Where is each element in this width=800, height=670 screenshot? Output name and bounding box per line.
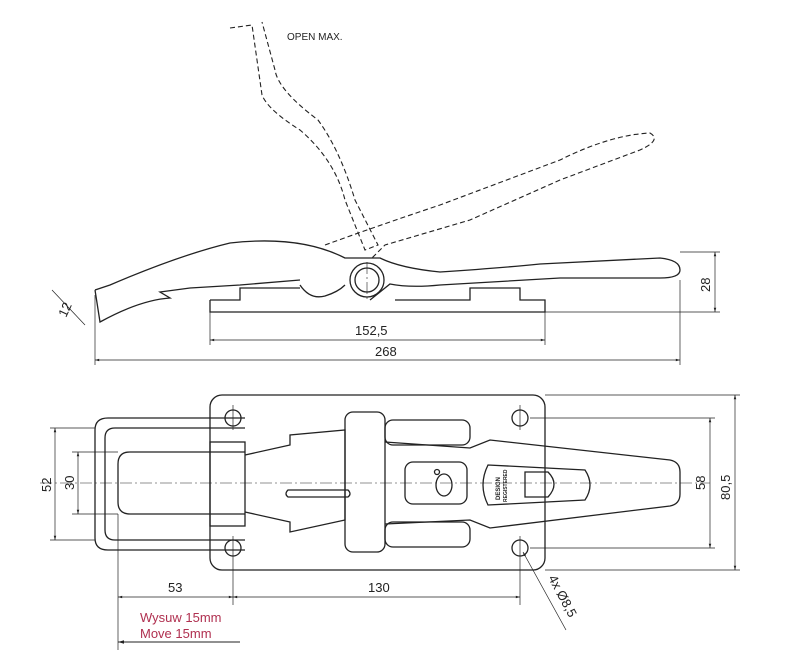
dim-base-length: 152,5 [355, 323, 388, 338]
dim-overall-length: 268 [375, 344, 397, 359]
dim-width-outer: 52 [39, 478, 54, 492]
design-registered-panel [482, 464, 591, 506]
move-note-pl: Wysuw 15mm [140, 610, 222, 625]
dim-offset: 53 [168, 580, 182, 595]
dim-width-inner: 30 [62, 476, 77, 490]
hook-loop [94, 417, 245, 551]
move-note-en: Move 15mm [140, 626, 212, 641]
dim-hole-spacing-h: 130 [368, 580, 390, 595]
closed-handle [94, 240, 681, 324]
open-max-label: OPEN MAX. [287, 32, 343, 43]
side-view: OPEN MAX. 152,5 268 28 12 [51, 21, 720, 365]
logo-mark [435, 473, 453, 497]
dim-plate-height: 80,5 [718, 475, 733, 500]
open-handle-inclined [324, 132, 655, 259]
dim-side-thickness: 12 [55, 300, 75, 319]
design-label: DESIGN [496, 477, 502, 500]
dim-hole-spacing-v: 58 [693, 476, 708, 490]
dim-height: 28 [698, 278, 713, 292]
dim-holes: 4x Ø8,5 [545, 572, 580, 619]
base-plate [209, 394, 546, 571]
mounting-holes [224, 405, 529, 605]
lever-handle [384, 439, 681, 529]
registered-label: REGISTERED [503, 469, 509, 502]
top-view: DESIGN REGISTERED 52 30 58 80,5 53 130 4… [39, 394, 740, 650]
open-handle-vertical [229, 21, 379, 251]
base-plate-side [209, 287, 546, 313]
